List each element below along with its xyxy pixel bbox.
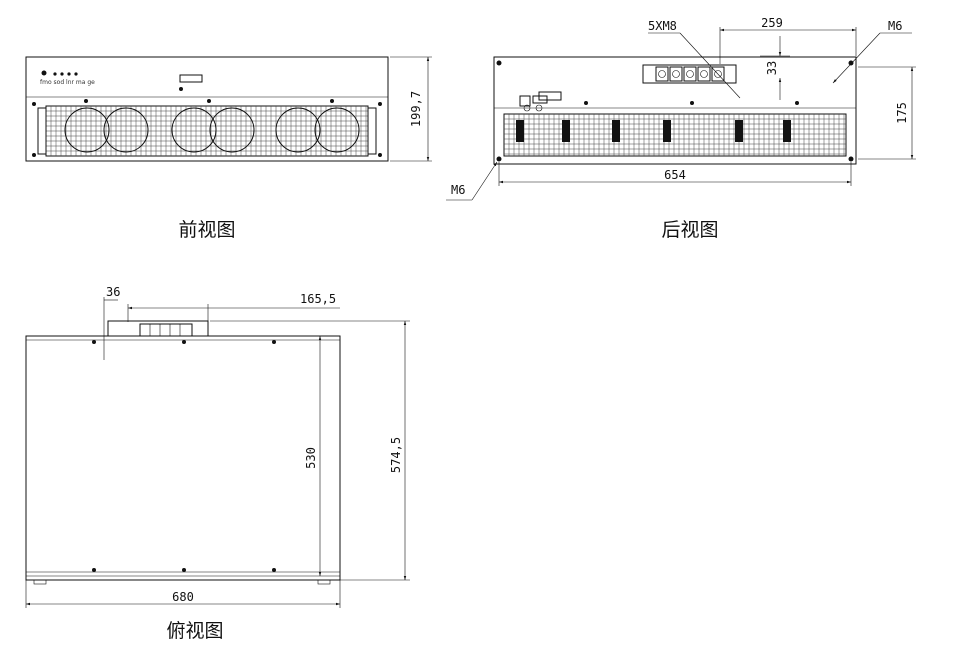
rear-terminal-label: 5XM8 [648,19,677,33]
top-chassis-outline [25,335,341,581]
front-right-handle [367,107,377,155]
rear-view: 5XM8 259 33 M6 M6 175 654 后视图 [446,16,916,241]
front-left-handle [37,107,47,155]
front-screws [32,99,382,157]
rear-signal-connectors [519,91,562,112]
top-screws [92,340,276,572]
front-view-caption: 前视图 [178,219,235,241]
front-fan-grille [45,105,369,157]
rear-panel-outline [493,56,857,165]
front-panel-outline [25,56,389,162]
top-terminal-block [107,320,209,337]
front-fan-circles [64,107,360,153]
rear-fan-brackets [516,120,791,142]
rear-terminal-height-dimension: 33 [765,61,779,75]
top-bracket-dimension: 36 [106,285,120,299]
top-width-dimension: 680 [172,590,194,604]
front-view: fmo sod lnr ma ge 199,7 前视图 [25,56,432,241]
rear-terminal-offset-dimension: 259 [761,16,783,30]
front-height-dimension: 199,7 [409,91,423,127]
rear-terminal-block [642,64,737,84]
rear-view-caption: 后视图 [661,219,718,241]
rear-fan-grille [503,113,847,157]
top-left-foot [33,579,47,585]
top-right-foot [317,579,331,585]
rear-width-dimension: 654 [664,168,686,182]
top-outer-depth-dimension: 574,5 [389,437,403,473]
top-inner-depth-dimension: 530 [304,447,318,469]
top-view-caption: 俯视图 [166,620,223,642]
rear-screws [496,60,854,162]
top-view: 36 165,5 530 574,5 680 俯视图 [25,285,410,642]
rear-hole-label-top: M6 [888,19,902,33]
rear-hole-label-bottom: M6 [451,183,465,197]
front-panel-text: fmo sod lnr ma ge [40,79,95,86]
front-indicator-leds [41,70,78,76]
front-display-window [179,74,203,83]
rear-height-dimension: 175 [895,102,909,124]
top-terminal-width-dimension: 165,5 [300,292,336,306]
